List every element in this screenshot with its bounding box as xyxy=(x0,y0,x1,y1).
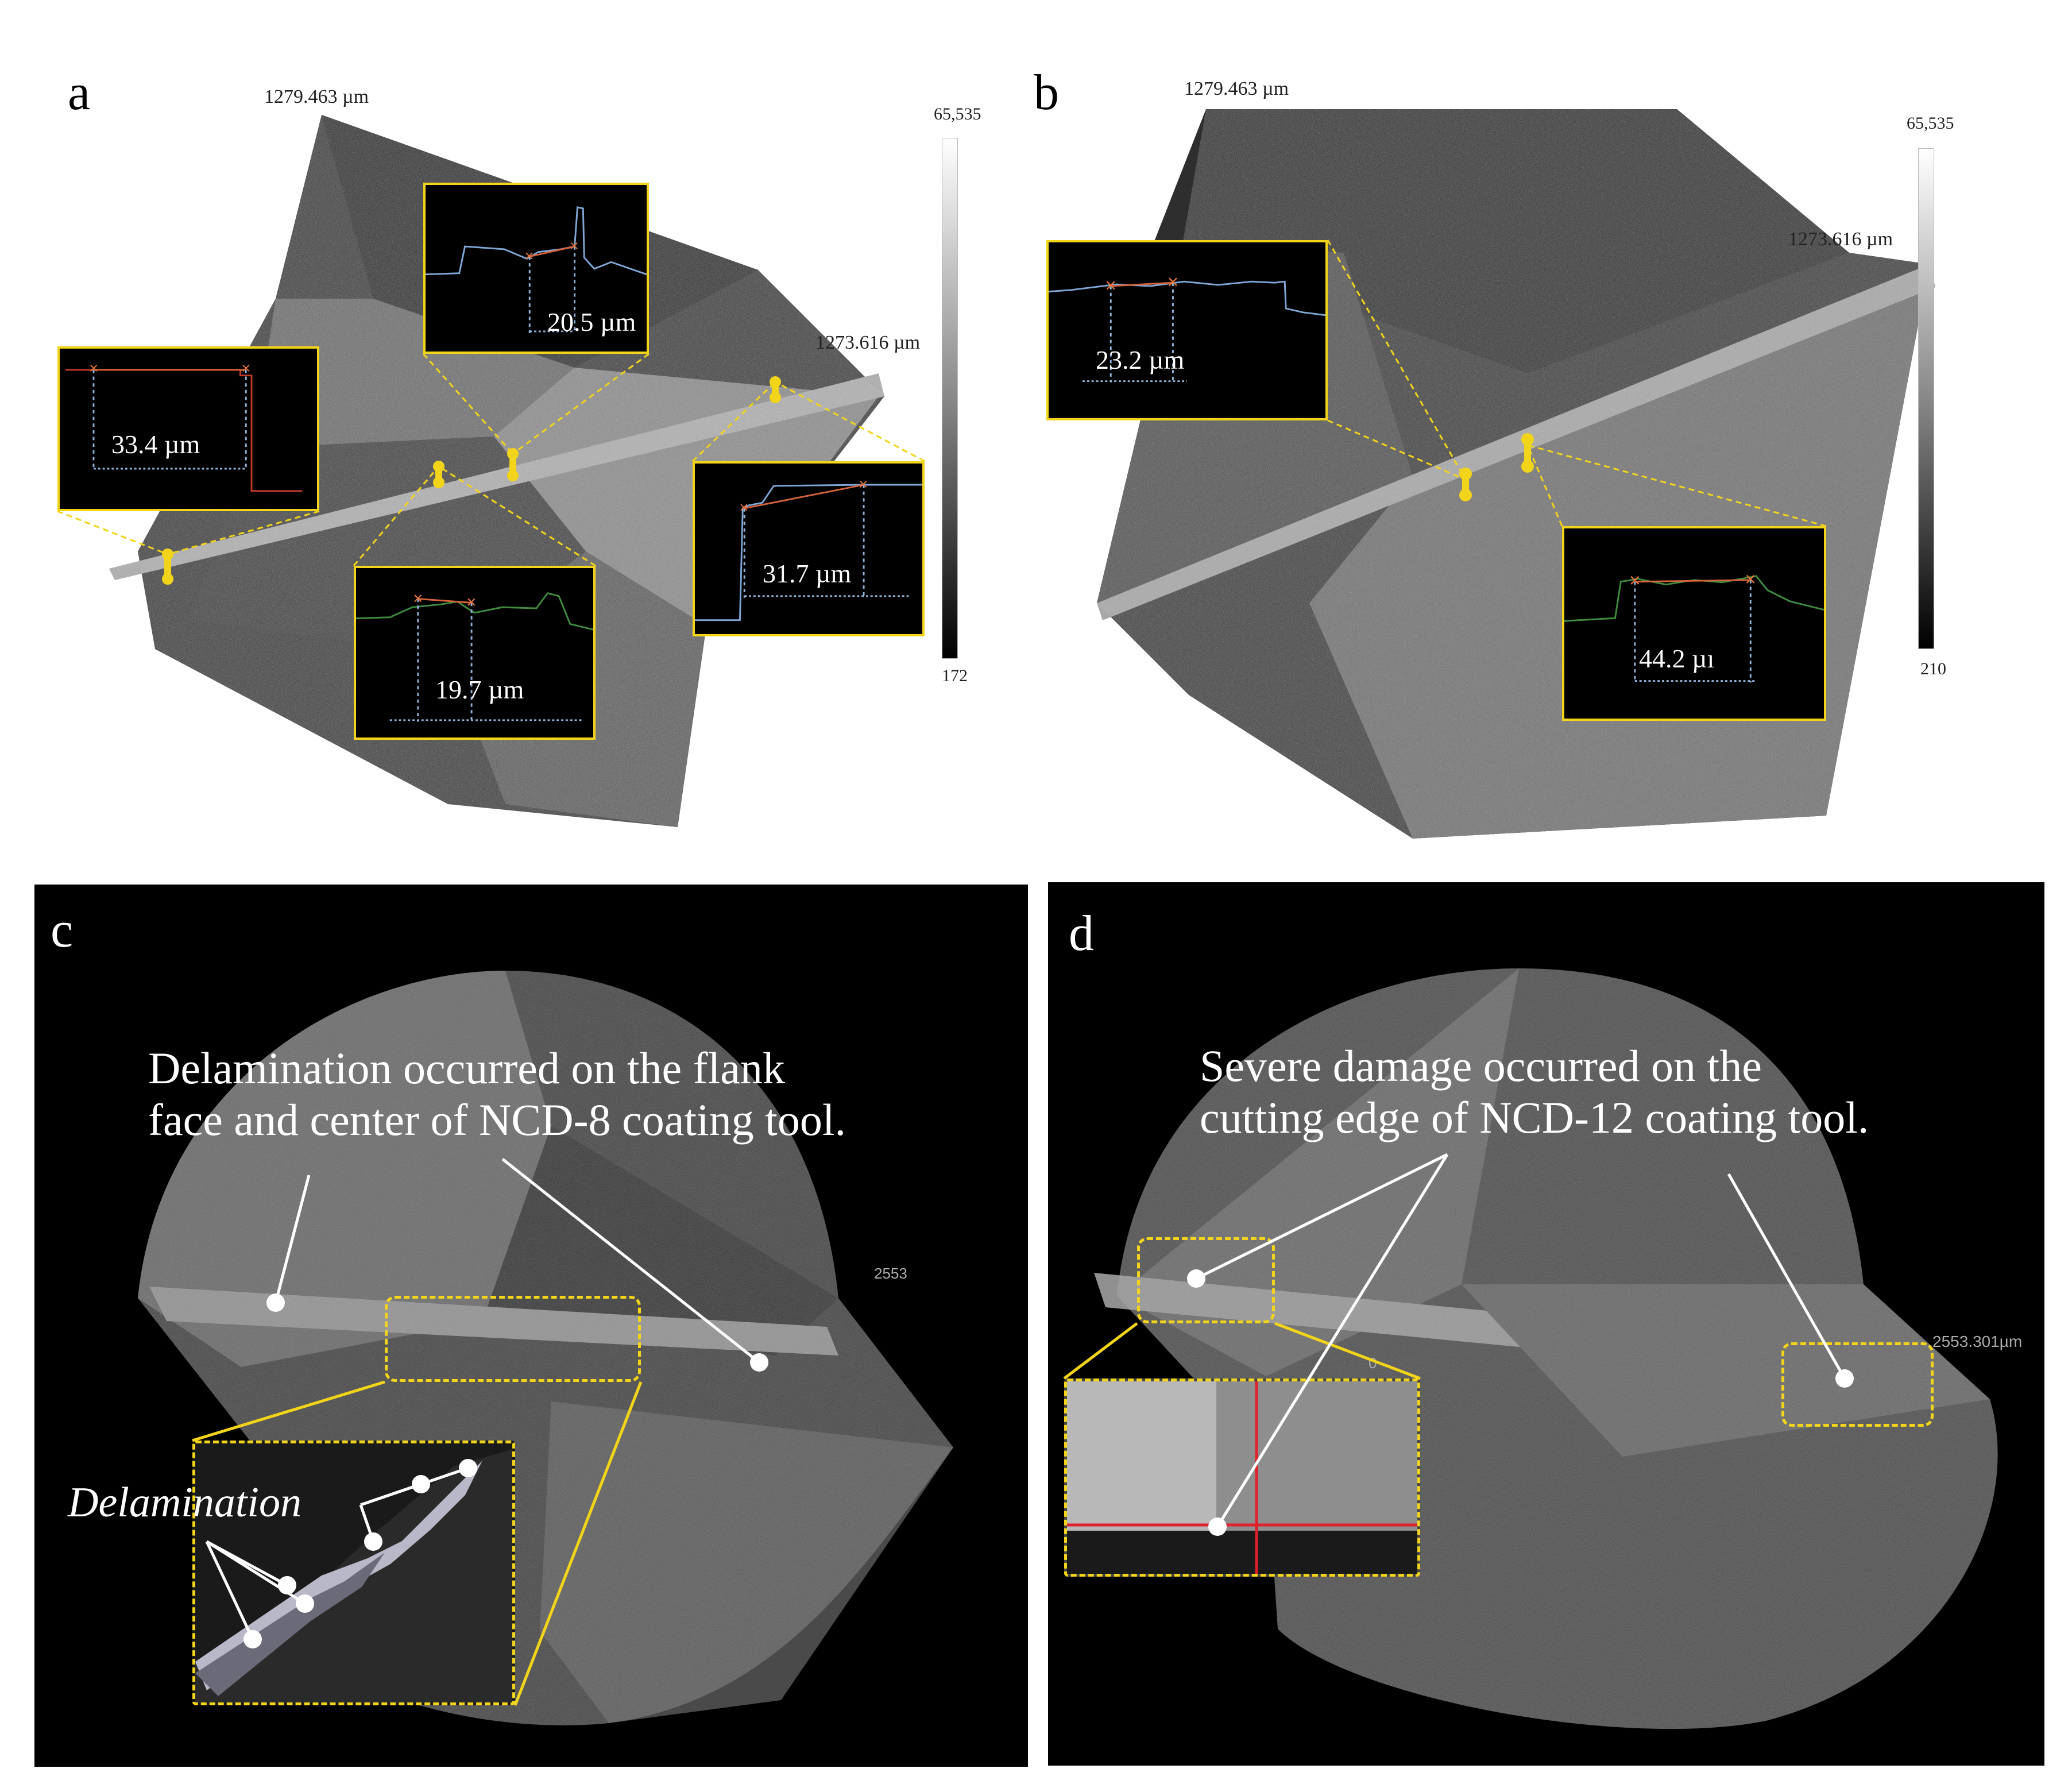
svg-text:×: × xyxy=(241,359,250,377)
panel-c-caption-line-1: Delamination occurred on the flank xyxy=(148,1043,785,1093)
panel-b: b 1279.463 µm 1273.616 µm 65,535 210 × ×… xyxy=(1034,0,2072,850)
panel-a-side-height: 1273.616 µm xyxy=(815,332,921,353)
panel-a-grayscale-bar xyxy=(942,138,958,659)
panel-a-profile-inset-4: × × 31.7 µm xyxy=(693,461,925,636)
panel-a-inset-3-value: 19.7 µm xyxy=(435,675,524,704)
panel-a-profile-inset-2: × × 20.5 µm xyxy=(423,183,649,354)
svg-text:×: × xyxy=(1629,570,1641,592)
panel-d-tool-render xyxy=(1094,968,1998,1729)
svg-text:×: × xyxy=(570,237,579,254)
panel-a-inset-4-value: 31.7 µm xyxy=(763,559,852,588)
panel-c-caption-line-2: face and center of NCD-8 coating tool. xyxy=(148,1095,846,1145)
panel-b-scale-max: 65,535 xyxy=(1907,114,1954,133)
panel-a-inset-1-value: 33.4 µm xyxy=(111,430,200,459)
panel-a-letter: a xyxy=(68,65,91,121)
panel-d-zero-mark: 0 xyxy=(1369,1354,1377,1372)
panel-b-scale-min: 210 xyxy=(1920,659,1946,678)
panel-b-inset-2-value: 44.2 µı xyxy=(1639,644,1715,673)
panel-c-zoom-image xyxy=(195,1449,512,1702)
panel-b-side-height: 1273.616 µm xyxy=(1788,229,1893,250)
profile-chart: × × xyxy=(356,589,593,722)
svg-text:×: × xyxy=(1105,275,1116,296)
svg-text:×: × xyxy=(89,359,98,377)
panel-c-highlight-box xyxy=(385,1296,641,1382)
panel-b-letter: b xyxy=(1034,65,1059,121)
panel-c-scale-value: 2553 xyxy=(874,1265,907,1282)
panel-d: d Severe damage occurred on the cutting … xyxy=(1048,882,2044,1766)
panel-a-profile-inset-3: × × 19.7 µm xyxy=(354,566,596,740)
svg-text:×: × xyxy=(859,475,868,493)
svg-text:×: × xyxy=(739,499,748,516)
panel-c-letter: c xyxy=(51,902,74,958)
panel-a-scale-min: 172 xyxy=(942,666,968,685)
panel-a-inset-2-value: 20.5 µm xyxy=(547,307,636,337)
panel-d-caption-line-2: cutting edge of NCD-12 coating tool. xyxy=(1200,1092,1869,1142)
panel-a-profile-inset-1: × × 33.4 µm xyxy=(57,346,319,511)
svg-text:×: × xyxy=(413,589,423,608)
panel-c-zoom-inset xyxy=(192,1441,515,1705)
panel-a-scale-max: 65,535 xyxy=(934,105,981,123)
svg-text:×: × xyxy=(524,246,534,264)
panel-d-zoom-inset xyxy=(1064,1378,1420,1577)
profile-chart: × × xyxy=(695,475,922,621)
panel-b-top-height: 1279.463 µm xyxy=(1184,78,1289,99)
panel-d-caption-line-1: Severe damage occurred on the xyxy=(1200,1041,1762,1091)
panel-b-profile-inset-1: × × 23.2 µm xyxy=(1046,240,1328,420)
profile-chart: × × xyxy=(426,206,647,333)
profile-chart: × × xyxy=(1564,569,1824,683)
profile-chart: × × xyxy=(65,359,303,492)
svg-text:×: × xyxy=(466,593,476,612)
panel-d-highlight-box-right xyxy=(1781,1342,1934,1427)
panel-b-inset-1-value: 23.2 µm xyxy=(1096,345,1185,374)
panel-d-zoom-image xyxy=(1067,1381,1417,1574)
svg-text:×: × xyxy=(1745,569,1756,590)
panel-d-highlight-box-left xyxy=(1137,1237,1275,1323)
panel-b-grayscale-bar xyxy=(1918,148,1934,649)
panel-c: c Delamination occurred on the flank fac… xyxy=(34,885,1028,1767)
svg-text:×: × xyxy=(1168,272,1179,293)
panel-d-letter: d xyxy=(1069,906,1094,961)
panel-d-scale-value: 2553.301µm xyxy=(1932,1333,2023,1350)
panel-a: a 1279.463 µm 1273.616 µm 65,535 172 × ×… xyxy=(0,0,1034,850)
panel-b-profile-inset-2: × × 44.2 µı xyxy=(1562,526,1826,721)
panel-c-delamination-label: Delamination xyxy=(68,1479,301,1526)
panel-a-top-height: 1279.463 µm xyxy=(264,86,369,107)
profile-chart: × × xyxy=(1049,272,1325,383)
